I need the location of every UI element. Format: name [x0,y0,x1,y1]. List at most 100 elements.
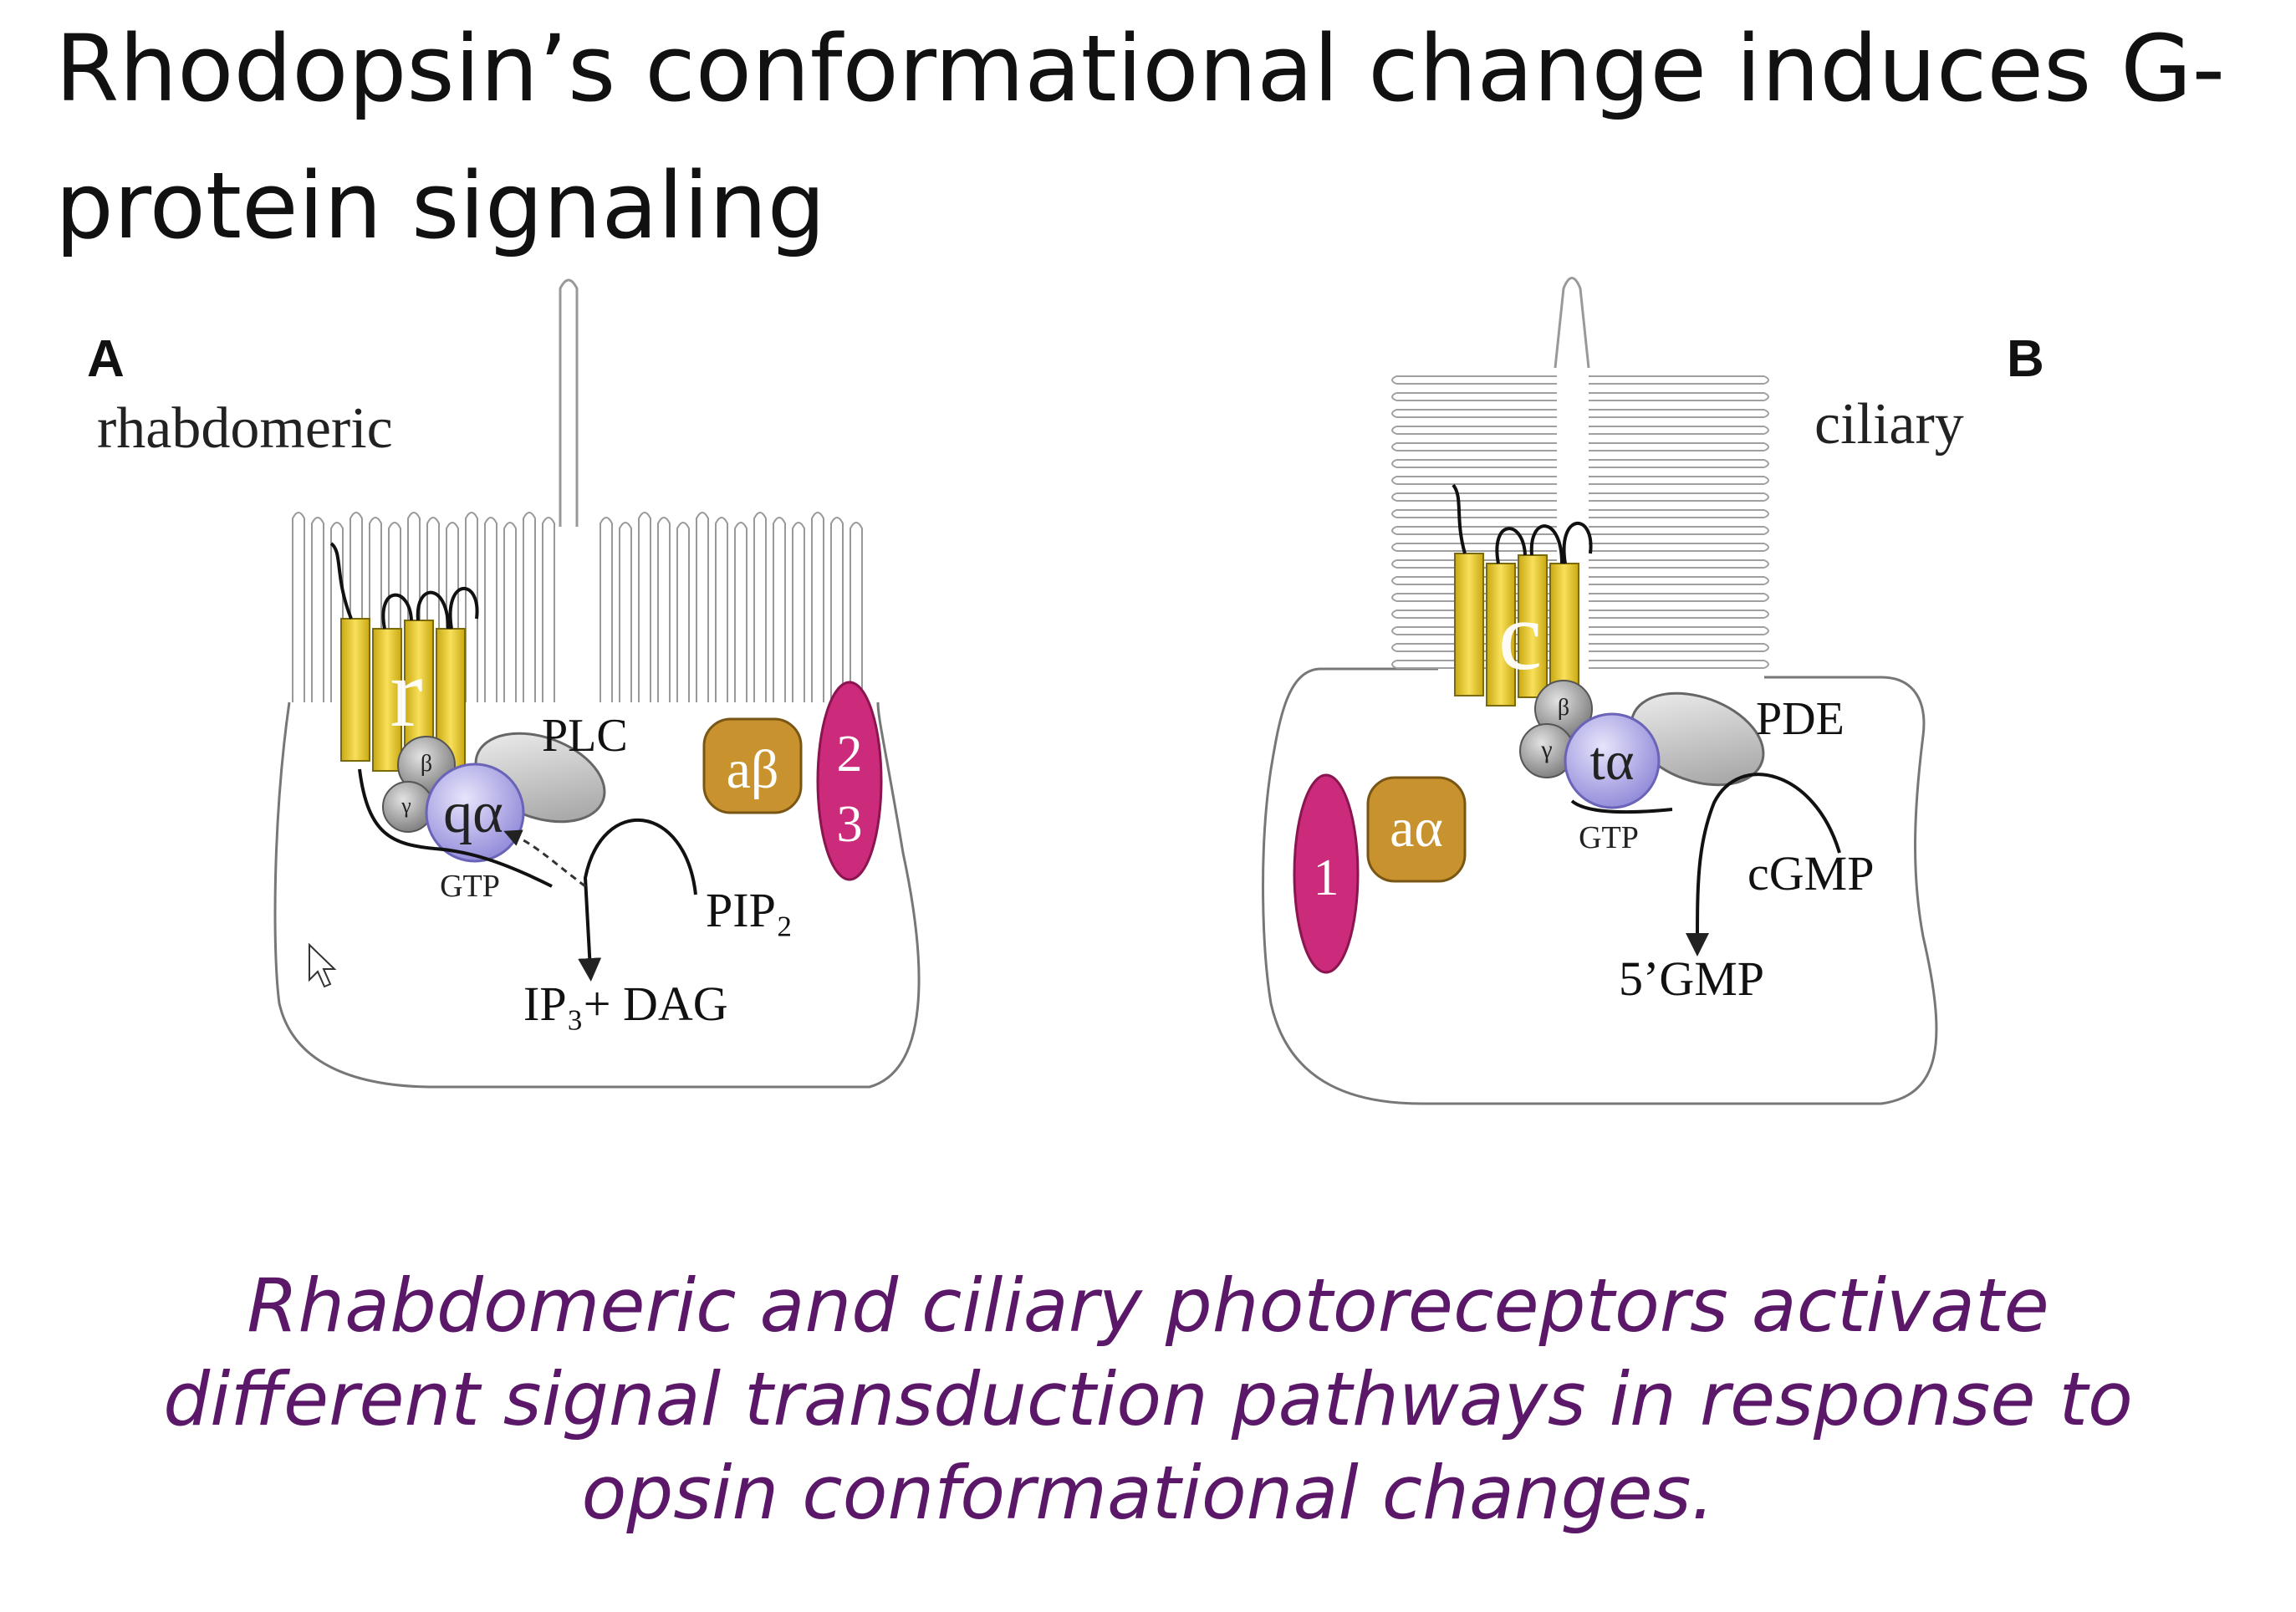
membrane-disc [1589,660,1769,669]
g-beta-a-label: β [421,751,432,777]
panel-a: A rhabdomeric 2 3 aβ r PLC [87,278,921,1089]
membrane-disc [1589,559,1769,569]
caption-line-1: Rhabdomeric and ciliary photoreceptors a… [247,1263,2049,1349]
arrestin-1 [1293,773,1360,974]
membrane-disc [1589,626,1769,635]
microvilli [292,512,863,702]
microvillus [465,512,478,702]
gtp-a-label: GTP [440,869,500,904]
receptor-c: c [1452,483,1593,707]
g-beta-b-label: β [1558,695,1569,721]
microvillus [311,517,324,702]
g-alpha-t-label: tα [1590,731,1635,792]
arrestin-1-label: 1 [1314,849,1339,906]
membrane-disc [1589,476,1769,485]
membrane-disc [1589,426,1769,435]
membrane-disc [1391,442,1557,451]
g-gamma-a-label: γ [401,793,411,818]
pip2-label: PIP₂ [706,883,793,937]
disc-stack-right [1589,375,1769,669]
arrestin-3-label: 3 [837,796,863,853]
arrestin-alpha [1366,776,1467,883]
microvillus [734,522,747,702]
microvillus [330,522,344,702]
rhabdomeric-cell-outline [273,701,921,1089]
microvillus [600,517,613,702]
effector-pde [1630,691,1765,787]
microvillus [657,517,671,702]
arrestin-2-3 [816,681,883,881]
microvillus [388,522,401,702]
cgmp-to-gmp-arc [1686,773,1841,956]
panel-a-label: rhabdomeric [97,396,393,461]
membrane-disc [1391,426,1557,435]
membrane-disc [1589,442,1769,451]
central-stalk [559,278,579,527]
panel-b-label: ciliary [1814,392,1964,457]
arrestin-alpha-label: aα [1390,798,1443,859]
microvillus [830,517,844,702]
caption-line-3: opsin conformational changes. [581,1450,1715,1536]
membrane-disc [1391,409,1557,418]
receptor-r-label: r [390,638,422,747]
microvillus [523,512,536,702]
caption-line-2: different signal transduction pathways i… [163,1356,2133,1442]
microvillus [811,512,824,702]
membrane-disc [1589,492,1769,502]
membrane-disc [1589,593,1769,602]
effector-pde-label: PDE [1756,693,1844,745]
pip2-to-plc-arc [578,818,697,982]
microvillus [369,517,382,702]
membrane-disc [1391,459,1557,468]
microvillus [753,512,767,702]
ip3-dag-label: IP₃+ DAG [523,977,728,1031]
panel-b: B ciliary 1 aα c PDE [1262,277,2044,1105]
gtp-curl-a [358,768,553,888]
microvillus [503,522,517,702]
gtp-curl-b [1570,799,1673,814]
g-gamma-b-label: γ [1540,736,1552,763]
arrestin-2-label: 2 [837,726,863,783]
membrane-disc [1589,409,1769,418]
membrane-disc [1391,492,1557,502]
microvillus [696,512,709,702]
membrane-disc [1589,392,1769,401]
cgmp-label: cGMP [1748,846,1874,900]
microvillus [446,522,459,702]
membrane-disc [1589,375,1769,385]
microvillus [638,512,651,702]
receptor-r: r [329,542,479,772]
panel-b-letter: B [2007,330,2044,388]
slide-caption: Rhabdomeric and ciliary photoreceptors a… [0,1259,2296,1540]
membrane-disc [1391,526,1557,535]
slide-title: Rhodopsin’s conformational change induce… [55,15,2226,259]
g-alpha-q [425,763,525,863]
membrane-disc [1589,526,1769,535]
microvillus [542,517,555,702]
gmp-label: 5’GMP [1619,951,1764,1006]
microvillus [407,512,421,702]
microvillus [619,522,632,702]
membrane-disc [1589,643,1769,652]
membrane-disc [1391,392,1557,401]
gtp-b-label: GTP [1579,820,1639,855]
membrane-disc [1589,509,1769,518]
panel-a-letter: A [87,330,125,388]
arrestin-beta [702,717,803,814]
membrane-disc [1589,543,1769,552]
effector-plc-label: PLC [542,710,628,762]
membrane-disc [1391,375,1557,385]
membrane-disc [1391,476,1557,485]
microvillus [426,517,440,702]
receptor-c-label: c [1498,581,1542,691]
disc-stack-left [1391,375,1557,669]
dashed-activation-arrow [503,829,586,888]
membrane-disc [1589,576,1769,585]
microvillus [676,522,690,702]
g-alpha-t [1564,712,1661,809]
membrane-disc [1589,610,1769,619]
microvillus [715,517,728,702]
mouse-cursor-icon [309,942,337,988]
microvillus [773,517,786,702]
